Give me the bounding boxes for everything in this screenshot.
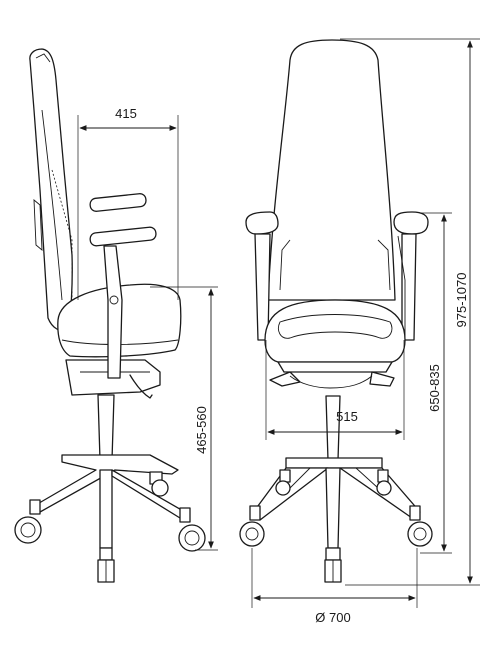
front-caster-right bbox=[407, 505, 433, 547]
side-caster-left bbox=[14, 499, 42, 544]
side-caster-back bbox=[149, 471, 169, 497]
front-armrest-left bbox=[245, 211, 279, 341]
side-view-chair bbox=[14, 48, 206, 583]
front-caster-back-left bbox=[275, 469, 291, 496]
dim-seat-width: 515 bbox=[265, 340, 405, 440]
front-caster-center bbox=[324, 547, 342, 583]
base-diameter-label: Ø 700 bbox=[315, 610, 350, 625]
side-caster-front bbox=[97, 547, 115, 583]
front-view-chair bbox=[239, 39, 433, 583]
front-base bbox=[285, 457, 383, 469]
side-base bbox=[33, 454, 179, 513]
front-caster-left bbox=[239, 505, 265, 547]
front-backrest bbox=[267, 39, 396, 301]
side-arm-post bbox=[103, 245, 123, 379]
dim-side-depth: 415 bbox=[77, 106, 179, 300]
front-armrest-right bbox=[393, 211, 429, 341]
side-caster-right bbox=[178, 507, 206, 552]
dim-armrest-height: 650-835 bbox=[420, 212, 452, 554]
seat-height-label: 465-560 bbox=[194, 406, 209, 454]
total-height-label: 975-1070 bbox=[454, 273, 469, 328]
armrest-height-label: 650-835 bbox=[427, 364, 442, 412]
dim-base-diameter: Ø 700 bbox=[251, 548, 418, 625]
side-depth-label: 415 bbox=[115, 106, 137, 121]
front-seat bbox=[264, 299, 406, 363]
side-tilt-lever bbox=[129, 374, 153, 399]
dim-seat-height: 465-560 bbox=[150, 286, 218, 551]
dim-total-height: 975-1070 bbox=[340, 38, 480, 586]
side-armrest-lower bbox=[89, 226, 157, 247]
front-levers bbox=[269, 371, 301, 387]
side-armrest-upper bbox=[89, 193, 147, 212]
seat-width-label: 515 bbox=[336, 409, 358, 424]
side-gas-lift bbox=[97, 394, 115, 461]
front-caster-back-right bbox=[376, 469, 392, 496]
front-gas-lift bbox=[325, 395, 341, 461]
